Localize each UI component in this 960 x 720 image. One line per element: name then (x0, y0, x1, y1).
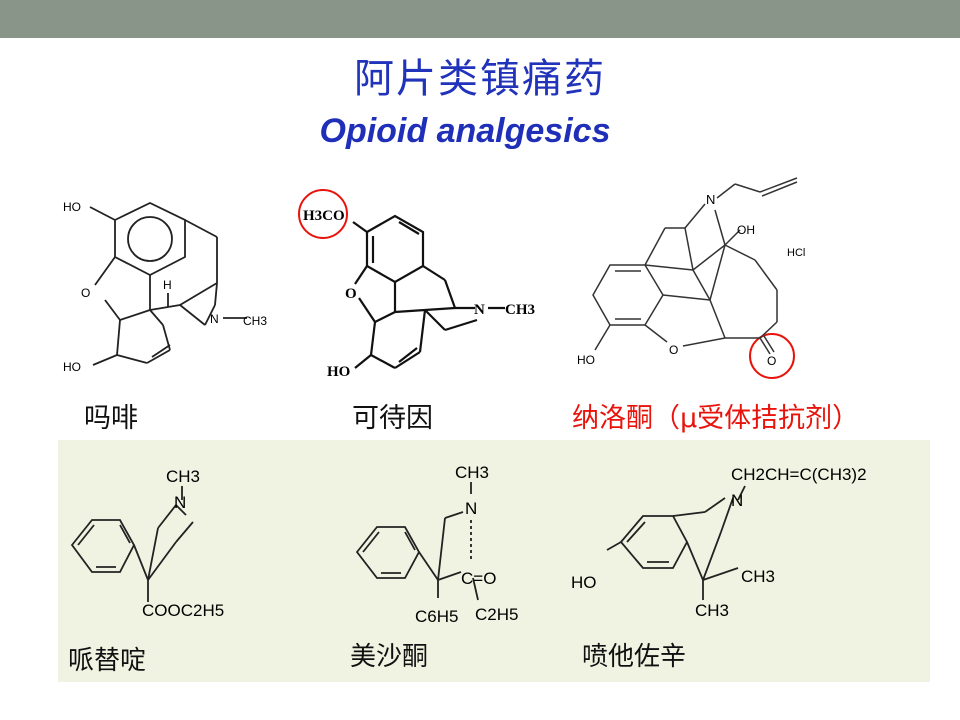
methadone-label: 美沙酮 (350, 642, 429, 672)
pentazocine-side-chain: CH2CH=C(CH3)2 (731, 465, 867, 484)
synthetic-opioids-panel: CH3 N COOC2H5 哌替啶 CH3 N C=O C2H5 C6H5 美沙… (58, 440, 930, 682)
naloxone-ho: HO (577, 353, 595, 367)
methadone-ch3: CH3 (455, 463, 489, 482)
pentazocine-label: 喷他佐辛 (582, 642, 687, 672)
pentazocine-ho: HO (571, 573, 597, 592)
methadone-c6h5: C6H5 (415, 607, 458, 626)
slide-title-chinese: 阿片类镇痛药 (354, 56, 606, 102)
naloxone-structure: N OH HCl O O HO (577, 177, 805, 379)
codeine-o: O (345, 286, 357, 302)
morphine-o: O (81, 286, 90, 300)
naloxone-label: 纳洛酮（μ受体拮抗剂） (572, 403, 860, 434)
methadone-co: C=O (461, 569, 496, 588)
pentazocine-ch3-b: CH3 (695, 601, 729, 620)
pentazocine-ch3-a: CH3 (741, 567, 775, 586)
morphine-ho-top: HO (63, 200, 81, 214)
morphine-ho-bottom: HO (63, 360, 81, 374)
keto-highlight-circle (749, 333, 795, 379)
morphine-h: H (163, 278, 172, 292)
methadone-n: N (465, 499, 477, 518)
pethidine-ch3: CH3 (166, 467, 200, 486)
pethidine-structure: CH3 N COOC2H5 (70, 467, 224, 620)
morphine-n: N (210, 312, 219, 326)
methadone-c2h5: C2H5 (475, 605, 518, 624)
codeine-ch3: CH3 (505, 302, 535, 318)
codeine-n: N (474, 302, 485, 318)
pethidine-n: N (174, 493, 186, 512)
codeine-label: 可待因 (352, 403, 433, 434)
pentazocine-structure: CH2CH=C(CH3)2 N HO CH3 CH3 (571, 465, 867, 620)
naloxone-hcl: HCl (787, 247, 805, 259)
codeine-structure: H3CO O N CH3 HO (298, 189, 535, 380)
naloxone-o-keto: O (767, 354, 776, 368)
naloxone-oh: OH (737, 223, 755, 237)
pethidine-label: 哌替啶 (68, 646, 147, 676)
naloxone-o-ring: O (669, 343, 678, 357)
top-banner (0, 0, 960, 38)
pentazocine-n: N (731, 491, 743, 510)
morphine-label: 吗啡 (84, 403, 138, 434)
codeine-ho: HO (327, 364, 350, 380)
naloxone-n: N (706, 192, 715, 207)
methadone-structure: CH3 N C=O C2H5 C6H5 (355, 463, 518, 626)
morphine-ch3: CH3 (243, 314, 267, 328)
morphine-structure: HO O H N CH3 HO (63, 200, 267, 374)
methoxy-highlight-circle (298, 189, 348, 239)
codeine-h3co: H3CO (303, 208, 345, 224)
slide-title-english: Opioid analgesics (319, 112, 611, 150)
pethidine-ester: COOC2H5 (142, 601, 224, 620)
